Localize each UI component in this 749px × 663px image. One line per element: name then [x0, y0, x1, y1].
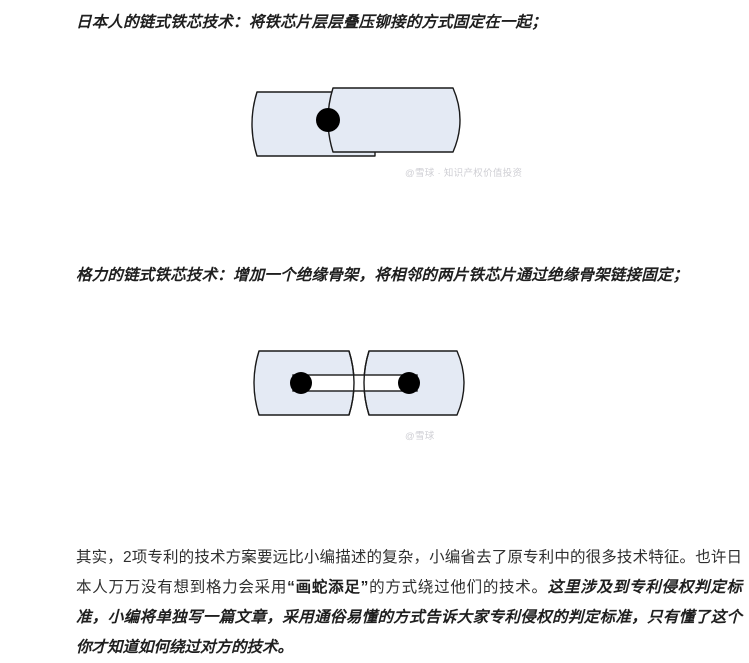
paragraph-segment-emphasis: 这里涉及到专利侵权判定标准，小编将单独写一篇文章，采用通俗易懂的方式告诉大家专利…	[76, 578, 742, 656]
watermark-figure-2: @雪球	[405, 431, 435, 442]
figure-insulating-frame-diagram: @雪球	[0, 325, 749, 455]
left-plate-inner-edge	[347, 350, 355, 416]
heading-gree-technique: 格力的链式铁芯技术：增加一个绝缘骨架，将相邻的两片铁芯片通过绝缘骨架链接固定；	[76, 267, 689, 284]
right-plate-inner-edge	[362, 350, 370, 416]
paragraph-segment-idiom: “画蛇添足”	[287, 578, 369, 596]
heading-japanese-technique: 日本人的链式铁芯技术：将铁芯片层层叠压铆接的方式固定在一起；	[76, 14, 548, 31]
rivet-dot-right	[397, 372, 420, 394]
insulating-frame-svg	[252, 350, 465, 416]
riveted-core-svg	[250, 87, 461, 157]
body-paragraph: 其实，2项专利的技术方案要远比小编描述的复杂，小编省去了原专利中的很多技术特征。…	[76, 543, 742, 663]
rivet-dot	[315, 108, 340, 132]
paragraph-segment-middle: 的方式绕过他们的技术。	[368, 578, 548, 596]
paragraph-segment-intro: 其实，2项专利的技术方案要远比小编描述的复杂，小编省去了原专利中的很多技术特征。…	[76, 548, 742, 596]
figure-riveted-core-diagram: @雪球 · 知识产权价值投资	[0, 62, 749, 192]
watermark-figure-1: @雪球 · 知识产权价值投资	[405, 168, 523, 179]
right-core-plate	[326, 87, 461, 153]
rivet-dot-left	[289, 372, 312, 394]
